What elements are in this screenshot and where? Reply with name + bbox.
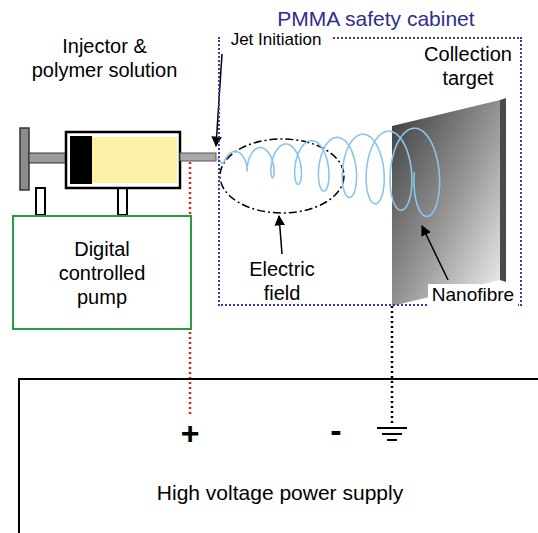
component-label: Injector & polymer solution bbox=[27, 34, 182, 82]
cabinet-heading: PMMA safety cabinet bbox=[218, 6, 522, 31]
ground-symbol bbox=[377, 428, 407, 440]
syringe-clamp bbox=[118, 188, 127, 215]
polymer-jet bbox=[217, 128, 440, 216]
component-label: Collection target bbox=[420, 42, 516, 90]
callout-label: Nanofibre bbox=[428, 284, 518, 307]
plunger-rod bbox=[29, 153, 69, 163]
pump-box: Digital controlled pump bbox=[12, 215, 192, 330]
plunger-end bbox=[20, 128, 29, 190]
ground-wire bbox=[391, 306, 394, 426]
target-edge bbox=[500, 98, 506, 282]
plunger-head bbox=[70, 136, 92, 184]
needle bbox=[180, 153, 216, 161]
callout-label: Jet Initiation bbox=[220, 30, 332, 50]
leader-line bbox=[279, 216, 282, 254]
callout-label: Electric field bbox=[242, 257, 322, 305]
field-region bbox=[220, 139, 344, 213]
syringe-clamp bbox=[36, 188, 45, 215]
box-label: High voltage power supply bbox=[20, 380, 538, 505]
power-supply-box: High voltage power supply bbox=[18, 378, 538, 533]
leader-line bbox=[422, 226, 448, 280]
polarity-sign: + bbox=[176, 414, 204, 452]
polarity-sign: - bbox=[322, 410, 350, 451]
syringe-barrel bbox=[66, 132, 180, 188]
box-label: Digital controlled pump bbox=[40, 237, 165, 309]
polymer-solution bbox=[92, 137, 177, 183]
